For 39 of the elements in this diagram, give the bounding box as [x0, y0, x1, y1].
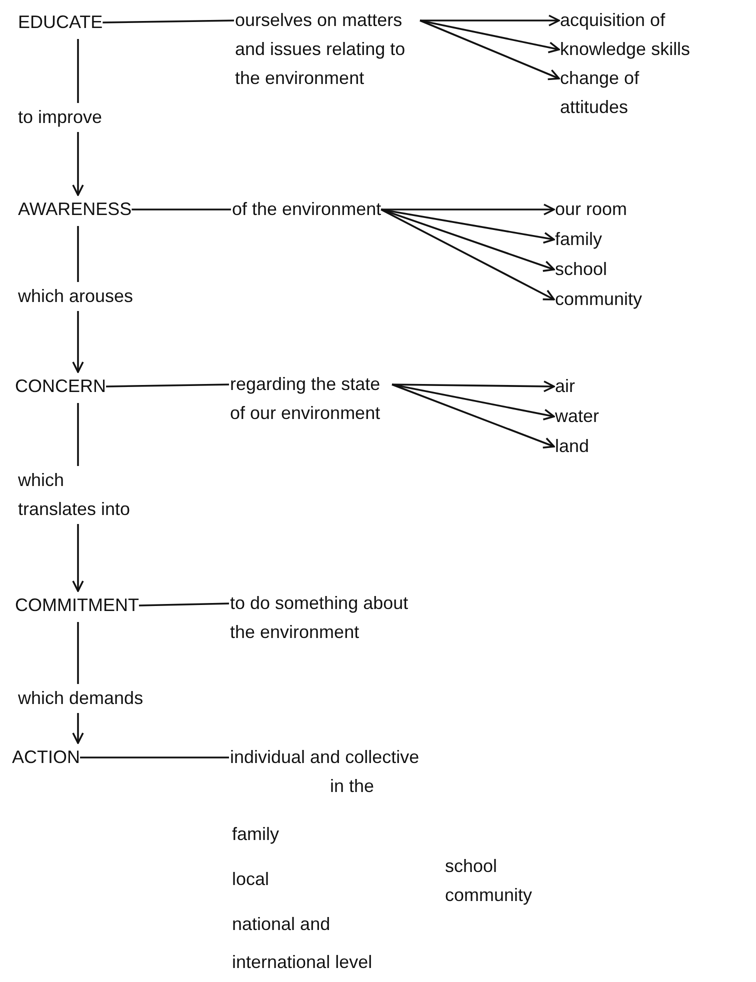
- node-text: water: [555, 405, 600, 428]
- node-text: air: [555, 375, 576, 398]
- arrow: [381, 204, 555, 216]
- node-subtext: in the: [329, 775, 376, 798]
- arrow: [380, 208, 555, 300]
- node-text: ourselves on matters and issues relating to the environment: [235, 9, 406, 90]
- node-text: of the environment: [232, 198, 382, 221]
- node-text: individual and collective: [230, 746, 420, 769]
- arrow: [392, 380, 555, 392]
- edge-label: which demands: [18, 684, 144, 713]
- arrow: [392, 384, 555, 420]
- arrow: [420, 20, 560, 54]
- edge-label: which arouses: [18, 282, 134, 311]
- arrow: [380, 208, 555, 244]
- node-text: our room: [555, 198, 628, 221]
- arrow: [392, 384, 555, 448]
- node-text: ACTION: [12, 746, 80, 769]
- node-text: COMMITMENT: [15, 594, 139, 617]
- node-text: EDUCATE: [18, 11, 103, 34]
- node-text: change of attitudes: [560, 67, 640, 119]
- node-text: community: [555, 288, 642, 311]
- connector-line: [106, 384, 230, 388]
- arrow: [380, 208, 555, 272]
- node-text: school: [555, 258, 608, 281]
- node-text: knowledge skills: [560, 38, 690, 61]
- connector-line: [80, 756, 229, 758]
- node-text: to do something about the environment: [230, 592, 410, 644]
- node-text: CONCERN: [15, 375, 106, 398]
- arrow: [420, 14, 560, 26]
- connector-line: [132, 208, 231, 210]
- node-text: land: [555, 435, 590, 458]
- node-text: AWARENESS: [18, 198, 132, 221]
- connector-line: [102, 20, 234, 24]
- arrow: [420, 20, 560, 80]
- node-text: family: [555, 228, 602, 251]
- edge-label: to improve: [18, 103, 102, 132]
- node-text: acquisition of: [560, 9, 666, 32]
- node-text: regarding the state of our environment: [230, 373, 382, 425]
- connector-line: [138, 602, 230, 606]
